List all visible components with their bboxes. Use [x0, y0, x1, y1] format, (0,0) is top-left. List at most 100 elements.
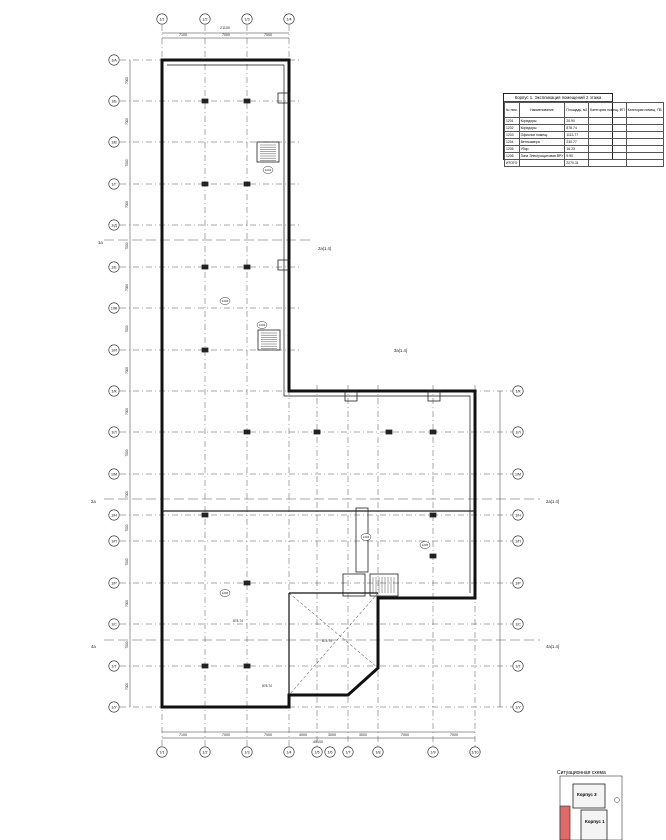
key-plan-title: Ситуационная схема — [557, 770, 606, 776]
structural-column — [243, 663, 251, 669]
dimension-label-bottom: 7100 — [179, 733, 187, 737]
axis-left-circle — [108, 54, 120, 66]
wall-niche — [277, 92, 291, 104]
structural-column — [243, 181, 251, 187]
header-category-fp: Категория помещ. ФП — [588, 102, 627, 118]
explication-grid: № пом. Наименование Площадь, м2 Категори… — [504, 102, 664, 167]
room-tag: 1203 — [259, 323, 266, 327]
axis-bottom-label: 1/8 — [376, 750, 381, 754]
axis-top-label: 1/4 — [287, 17, 292, 21]
stair-core-middle — [257, 329, 281, 351]
dimension-label-bottom: 7000 — [264, 733, 272, 737]
axis-left-circle — [108, 344, 120, 356]
dimension-label-left: 7000 — [125, 242, 129, 249]
axis-bottom-circle — [372, 746, 384, 758]
atrium-wall — [288, 592, 378, 695]
cell-area: 9.90 — [564, 152, 590, 160]
room-tag: 1201 — [265, 168, 272, 172]
axis-right-label: 1/Н — [515, 513, 521, 517]
cell-number: 1205 — [504, 145, 520, 153]
axis-top-label: 1/1 — [160, 17, 165, 21]
dimension-label-bottom: 7000 — [401, 733, 409, 737]
structural-column — [313, 429, 321, 435]
axis-left-label: 1/Ж — [111, 306, 118, 310]
cell-name: Зона Электрощитовая ВРУ — [518, 152, 566, 160]
cell-area: 1113.77 — [564, 131, 590, 139]
axis-right-label: 1/К — [515, 389, 521, 393]
structural-column — [201, 512, 209, 518]
dimension-label-left: 7000 — [125, 449, 129, 456]
dimension-label-bottom: 4000 — [299, 733, 307, 737]
axis-top-label: 1/2 — [203, 17, 208, 21]
explication-title: Корпус 1. Экспликация помещений 2 этажа — [504, 94, 612, 102]
cell-cat-pb — [625, 159, 664, 167]
axis-right-label: 1/У — [515, 705, 521, 709]
axis-right-label: 1/Р — [515, 581, 521, 585]
stair-core-lower — [342, 573, 366, 597]
cell-cat-pb — [625, 131, 664, 139]
wall-niche — [344, 390, 358, 402]
axis-left-circle — [108, 178, 120, 190]
atrium-void-cross — [288, 592, 379, 696]
axis-top-circle — [283, 13, 295, 25]
key-plan-label-korpus-3: Корпус 3 — [577, 792, 597, 797]
room-tag: 1205 — [422, 543, 429, 547]
dimension-label-top: 7100 — [179, 33, 187, 37]
axis-left-circle — [108, 385, 120, 397]
structural-column — [429, 429, 437, 435]
stair-core-upper — [256, 141, 280, 163]
axis-left-label: 1/Л — [111, 430, 117, 434]
cell-cat-pb — [625, 152, 664, 160]
axis-bottom-circle — [427, 746, 439, 758]
axis-bottom-label: 1/2 — [203, 750, 208, 754]
cell-area: 16.23 — [564, 145, 590, 153]
cell-number: 1206 — [504, 152, 520, 160]
axis-left-circle — [108, 136, 120, 148]
room-tag-ellipse — [419, 541, 431, 549]
dimension-label-bottom: 3000 — [328, 733, 336, 737]
area-label: 878.74 — [233, 619, 243, 623]
axis-left-circle — [108, 577, 120, 589]
room-tag: 1206 — [222, 591, 229, 595]
dimension-label-left: 7000 — [125, 641, 129, 648]
cell-number: 1201 — [504, 117, 520, 125]
dimension-label-bottom: 7000 — [222, 733, 230, 737]
room-tag-ellipse — [262, 166, 274, 174]
cell-name: Офисное помещ. — [518, 131, 566, 139]
axis-left-circle — [108, 535, 120, 547]
outer-wall — [160, 58, 477, 709]
interior-details — [162, 92, 475, 696]
axis-bottom-label: 1/9 — [431, 750, 436, 754]
header-category-pb: Категория помещ. ПБ — [625, 102, 664, 118]
axis-left-label: 1/П — [111, 539, 117, 543]
dimension-label-top: 7000 — [222, 33, 230, 37]
stair-core-lower-2 — [369, 573, 399, 597]
structural-column — [201, 98, 209, 104]
axis-right-circle — [512, 618, 524, 630]
axis-top-circle — [241, 13, 253, 25]
table-row: 1206 Зона Электрощитовая ВРУ 9.90 — [504, 152, 664, 160]
structural-column — [243, 98, 251, 104]
axis-bottom-circle — [199, 746, 211, 758]
axis-left-label: 1/Е — [111, 265, 117, 269]
axis-left-circle — [108, 509, 120, 521]
table-header-row: № пом. Наименование Площадь, м2 Категори… — [504, 102, 664, 118]
axis-left-circle — [108, 426, 120, 438]
dimension-label-top: 7000 — [264, 33, 272, 37]
dimension-label-left: 7000 — [125, 524, 129, 531]
axis-left-label: 1/И — [111, 348, 117, 352]
structural-column — [243, 580, 251, 586]
axis-right-circle — [512, 701, 524, 713]
axis-left-label: 1/Н — [111, 513, 117, 517]
dimension-label-left: 7000 — [125, 159, 129, 166]
cell-name: Коридоры — [518, 124, 566, 132]
dimension-label-left: 7000 — [125, 408, 129, 415]
cell-number: 1202 — [504, 124, 520, 132]
table-row: 1205 Убор. 16.23 — [504, 145, 664, 153]
axis-bottom-label: 1/1 — [160, 750, 165, 754]
axis-bottom-circle — [241, 746, 253, 758]
section-mark: 2а(1.4) — [546, 499, 560, 504]
